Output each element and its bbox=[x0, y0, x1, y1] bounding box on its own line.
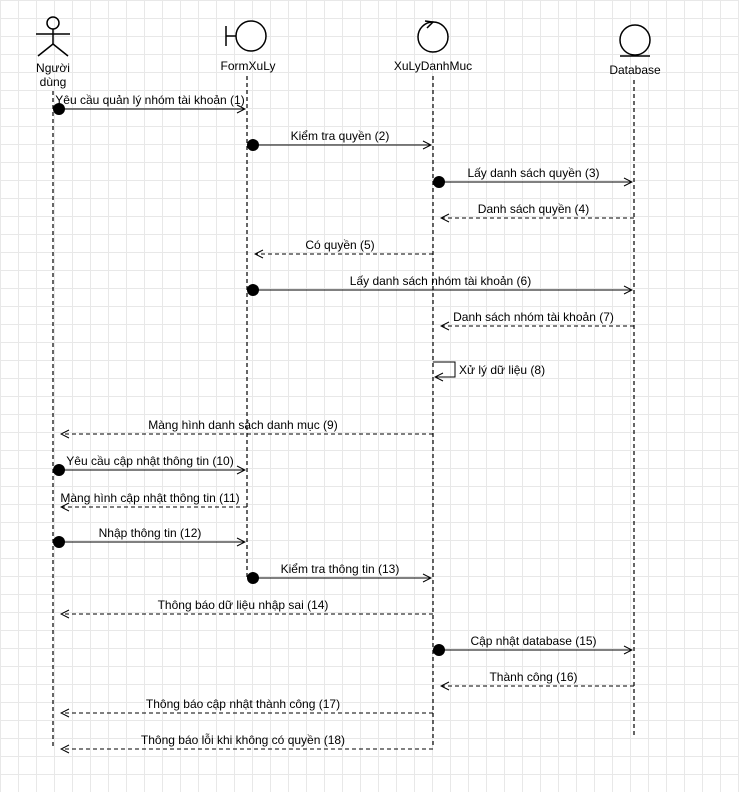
message-label: Xử lý dữ liệu (8) bbox=[459, 363, 545, 377]
message-13[interactable]: Kiểm tra thông tin (13) bbox=[247, 562, 431, 584]
message-3[interactable]: Lấy danh sách quyền (3) bbox=[433, 166, 632, 188]
control-icon[interactable] bbox=[417, 20, 449, 53]
message-10[interactable]: Yêu cầu cập nhật thông tin (10) bbox=[53, 454, 245, 476]
message-label: Cập nhật database (15) bbox=[470, 634, 596, 648]
message-label: Màng hình danh sách danh mục (9) bbox=[148, 418, 337, 432]
message-label: Yêu cầu quản lý nhóm tài khoản (1) bbox=[55, 93, 244, 107]
message-18[interactable]: Thông báo lỗi khi không có quyền (18) bbox=[61, 732, 433, 749]
message-8[interactable]: Xử lý dữ liệu (8) bbox=[433, 361, 545, 377]
message-label: Lấy danh sách nhóm tài khoản (6) bbox=[350, 274, 531, 288]
message-9[interactable]: Màng hình danh sách danh mục (9) bbox=[61, 418, 433, 434]
participant-label-user: dùng bbox=[40, 75, 67, 89]
message-11[interactable]: Màng hình cập nhật thông tin (11) bbox=[60, 491, 247, 507]
participant-label-form: FormXuLy bbox=[221, 59, 276, 73]
message-label: Lấy danh sách quyền (3) bbox=[467, 166, 599, 180]
message-label: Nhập thông tin (12) bbox=[99, 526, 202, 540]
message-12[interactable]: Nhập thông tin (12) bbox=[53, 526, 245, 548]
actor-icon[interactable] bbox=[36, 16, 70, 57]
participant-label-ctrl: XuLyDanhMuc bbox=[394, 59, 472, 73]
message-6[interactable]: Lấy danh sách nhóm tài khoản (6) bbox=[247, 274, 632, 296]
message-label: Kiểm tra quyền (2) bbox=[291, 129, 390, 143]
message-1[interactable]: Yêu cầu quản lý nhóm tài khoản (1) bbox=[53, 93, 245, 115]
message-label: Thành công (16) bbox=[489, 670, 577, 684]
message-label: Thông báo lỗi khi không có quyền (18) bbox=[141, 732, 345, 747]
message-label: Thông báo cập nhật thành công (17) bbox=[146, 697, 340, 711]
participant-label-db: Database bbox=[609, 63, 661, 77]
message-15[interactable]: Cập nhật database (15) bbox=[433, 634, 632, 656]
message-label: Màng hình cập nhật thông tin (11) bbox=[60, 491, 239, 505]
message-7[interactable]: Danh sách nhóm tài khoản (7) bbox=[441, 310, 634, 326]
message-5[interactable]: Có quyền (5) bbox=[255, 238, 433, 254]
message-17[interactable]: Thông báo cập nhật thành công (17) bbox=[61, 697, 433, 713]
message-label: Thông báo dữ liệu nhập sai (14) bbox=[158, 598, 329, 612]
message-2[interactable]: Kiểm tra quyền (2) bbox=[247, 129, 431, 151]
entity-icon[interactable] bbox=[619, 24, 651, 57]
message-16[interactable]: Thành công (16) bbox=[441, 670, 634, 686]
boundary-icon[interactable] bbox=[225, 20, 267, 52]
message-label: Danh sách nhóm tài khoản (7) bbox=[453, 310, 614, 324]
message-label: Yêu cầu cập nhật thông tin (10) bbox=[66, 454, 233, 468]
self-call-arrow bbox=[433, 361, 456, 377]
message-4[interactable]: Danh sách quyền (4) bbox=[441, 202, 634, 218]
participant-label-user: Người bbox=[36, 61, 70, 75]
message-label: Kiểm tra thông tin (13) bbox=[281, 562, 400, 576]
message-label: Có quyền (5) bbox=[305, 238, 374, 252]
message-14[interactable]: Thông báo dữ liệu nhập sai (14) bbox=[61, 598, 433, 614]
message-label: Danh sách quyền (4) bbox=[478, 202, 589, 216]
